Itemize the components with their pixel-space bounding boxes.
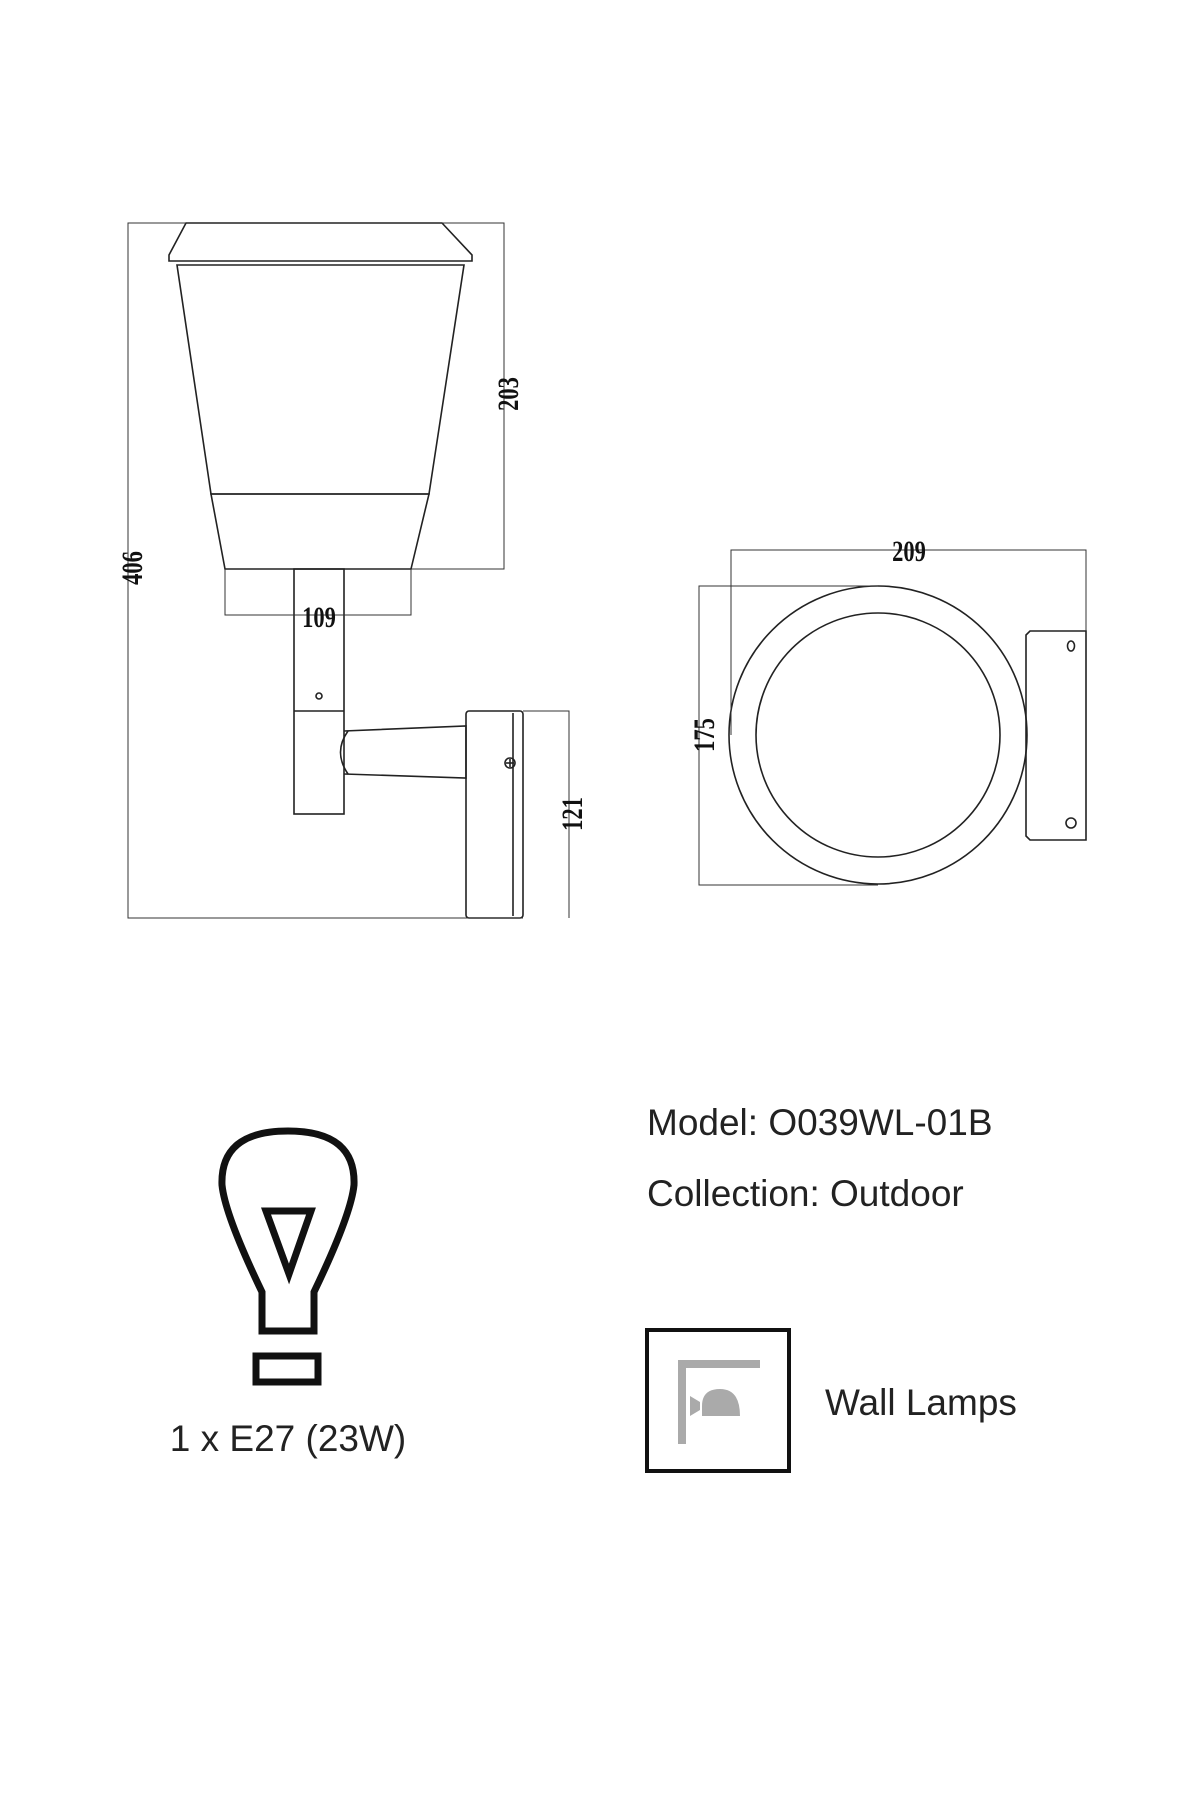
- front-view-drawing: 406 203 109 121: [115, 222, 589, 919]
- dim-wall-plate-height: 121: [555, 797, 589, 831]
- bulb-spec-label: 1 x E27 (23W): [170, 1418, 406, 1459]
- side-view-drawing: 209 175: [687, 534, 1087, 886]
- dim-side-height: 175: [687, 718, 721, 752]
- lamp-shade: [176, 264, 465, 495]
- dim-shade-height: 203: [491, 377, 525, 411]
- outer-ring: [728, 585, 1028, 885]
- light-bulb-icon: [218, 1127, 358, 1386]
- plate-screw-icon: [1065, 817, 1077, 829]
- wall-plate: [465, 710, 524, 919]
- plate-hole-icon: [1066, 640, 1076, 652]
- wall-lamp-icon: [678, 1360, 760, 1444]
- dim-shade-width: 109: [302, 600, 336, 634]
- dim-total-height: 406: [115, 551, 149, 585]
- model-label: Model: O039WL-01B: [647, 1102, 993, 1143]
- collection-label: Collection: Outdoor: [647, 1173, 964, 1214]
- category-icon-frame: [645, 1328, 791, 1473]
- lamp-cap: [168, 222, 473, 262]
- category-label: Wall Lamps: [825, 1382, 1017, 1423]
- plate-screw-icon: [504, 757, 516, 769]
- side-wall-plate: [1025, 630, 1087, 841]
- inner-ring: [755, 612, 1001, 858]
- arm-joint: [339, 730, 349, 775]
- arm: [343, 725, 467, 779]
- shade-band: [210, 493, 431, 570]
- stem-screw-icon: [315, 692, 323, 700]
- stem: [293, 568, 345, 815]
- dim-side-width: 209: [892, 534, 926, 568]
